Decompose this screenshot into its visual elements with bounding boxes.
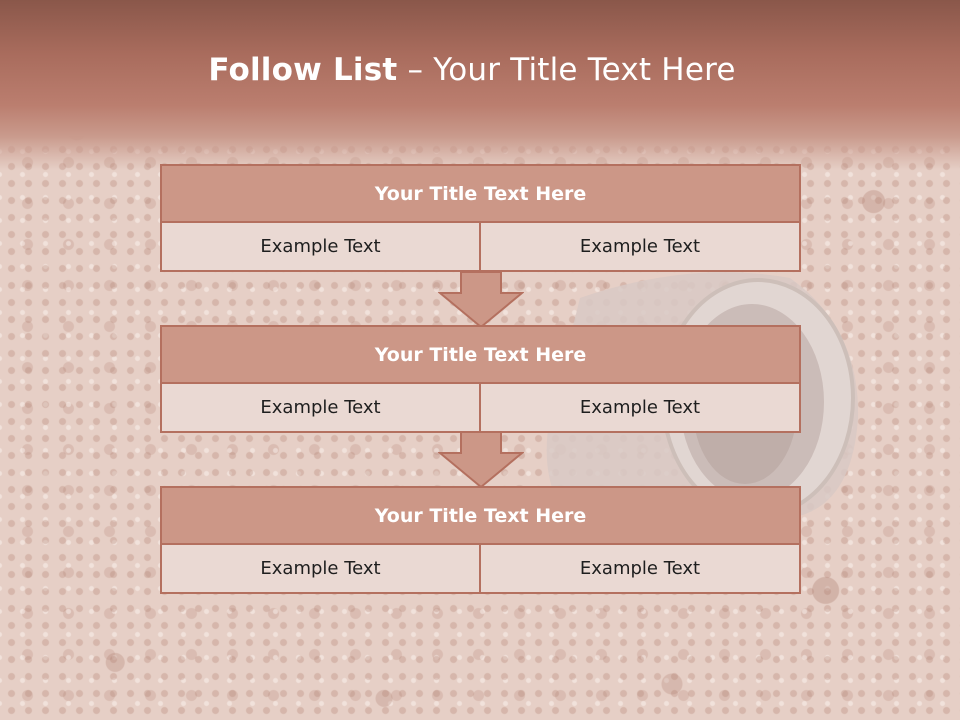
block-cell-right: Example Text [479, 382, 801, 433]
down-arrow-icon [438, 271, 524, 329]
title-bold: Follow List [208, 52, 398, 88]
block-title: Your Title Text Here [160, 164, 801, 223]
block-cell-left: Example Text [160, 382, 481, 433]
slide-title: Follow List – Your Title Text Here [0, 52, 944, 88]
block-cell-right: Example Text [479, 221, 801, 272]
title-rest: – Your Title Text Here [407, 52, 736, 88]
down-arrow-icon [438, 431, 524, 489]
block-cell-right: Example Text [479, 543, 801, 594]
block-cell-left: Example Text [160, 543, 481, 594]
title-band [0, 0, 960, 170]
block-cell-left: Example Text [160, 221, 481, 272]
block-title: Your Title Text Here [160, 325, 801, 384]
block-title: Your Title Text Here [160, 486, 801, 545]
